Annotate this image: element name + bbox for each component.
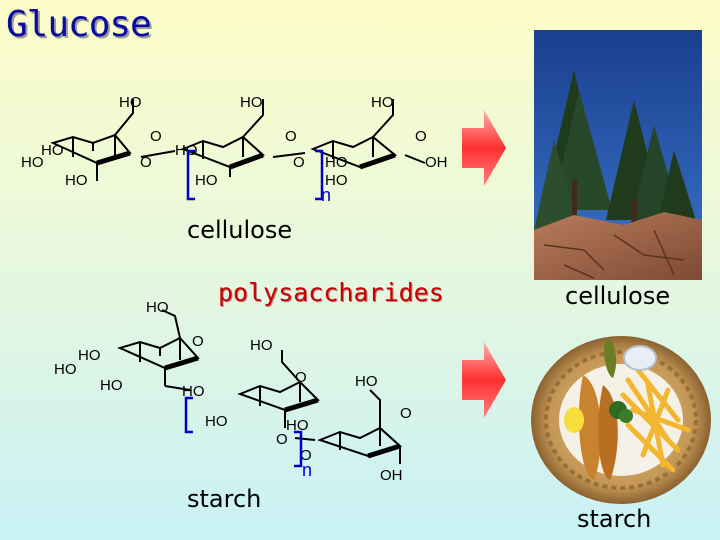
arrow-right-icon [462,342,506,418]
starch-label: starch [187,485,262,513]
atom-ho: HO [286,417,309,434]
starch-structure: HO O HO HO HO HO O HO HO O HO O HO O OH … [54,299,412,484]
atom-o: O [276,431,288,448]
left-bracket [184,396,193,434]
atom-ho: HO [175,142,198,159]
trees-photo [534,30,702,280]
atom-ho: O [300,447,312,464]
atom-ho: HO [146,299,169,316]
atom-ho: HO [205,413,228,430]
atom-ho: HO [119,94,142,111]
left-bracket [186,149,195,201]
cellulose-photo-caption: cellulose [565,282,671,310]
atom-ho: HO [182,383,205,400]
atom-ho: HO [325,172,348,189]
atom-o: O [150,128,162,145]
atom-oh: OH [425,154,448,171]
cellulose-structure: HO HO HO O O O HO HO HO HO HO O HO HO O … [21,94,448,205]
atom-ho: HO [240,94,263,111]
subscript-n: n [302,460,312,480]
polysaccharides-label: polysaccharides [218,278,444,307]
slide-title: Glucose [6,4,152,45]
atom-o: O [400,405,412,422]
atom-ho: HO [100,377,123,394]
right-bracket [294,430,303,468]
atom-o: O [295,369,307,386]
atom-o: O [293,154,305,171]
atom-ho: HO [250,337,273,354]
atom-ho: HO [41,142,64,159]
atom-ho: HO [195,172,218,189]
starch-photo-caption: starch [577,505,652,533]
atom-ho: HO [325,154,348,171]
atom-ho: HO [78,347,101,364]
atom-ho: HO [355,373,378,390]
subscript-n: n [321,185,331,205]
atom-o: O [285,128,297,145]
fish-and-chips-photo [531,336,711,504]
right-bracket [315,149,324,201]
atom-o: O [140,154,152,171]
atom-oh: OH [380,467,403,484]
atom-ho: HO [54,361,77,378]
atom-ho: HO [371,94,394,111]
arrow-right-icon [462,110,506,186]
atom-ho: HO [21,154,44,171]
cellulose-label: cellulose [187,216,293,244]
atom-ho: HO [65,172,88,189]
atom-o: O [415,128,427,145]
atom-o: O [192,333,204,350]
